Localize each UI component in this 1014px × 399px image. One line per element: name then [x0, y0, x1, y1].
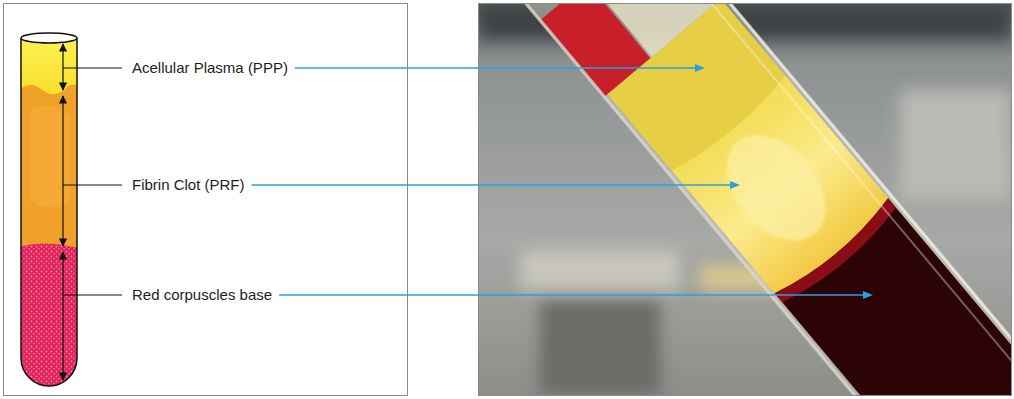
layer-label: Acellular Plasma (PPP) [131, 59, 289, 77]
leader-line [279, 294, 864, 295]
leader-arrowhead [695, 64, 705, 72]
leader-line [295, 67, 696, 68]
layer-label: Fibrin Clot (PRF) [131, 176, 246, 194]
layer-label: Red corpuscles base [131, 286, 273, 304]
leader-line [252, 184, 731, 185]
leader-arrowhead [730, 181, 740, 189]
leader-arrowhead [863, 291, 873, 299]
